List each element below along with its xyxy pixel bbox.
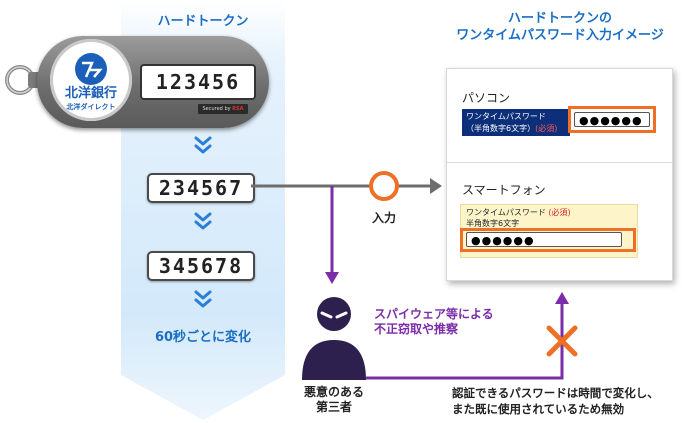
sp-field-line2: 半角数字6文字 [466, 219, 520, 228]
sp-required: (必須) [548, 208, 571, 217]
spyware-line2: 不正窃取や推察 [374, 322, 459, 336]
token-display: 123456 [140, 64, 256, 100]
panel-divider [446, 162, 672, 163]
attacker-line1: 悪意のある [303, 385, 364, 399]
pc-field-line2: （半角数字6文字） [466, 124, 536, 133]
sp-field-label: ワンタイムパスワード (必須) 半角数字6文字 [466, 207, 571, 229]
pc-label: パソコン [462, 91, 511, 105]
image-section-header: ハードトークンの ワンタイムパスワード入力イメージ [440, 10, 680, 44]
pc-field-line1: ワンタイムパスワード [466, 112, 546, 121]
pc-password-input[interactable]: ●●●●●● [574, 112, 650, 127]
arrow-right-icon [430, 178, 442, 194]
bank-name: 北洋銀行 [64, 86, 117, 101]
token-section-header: ハードトークン [157, 14, 249, 29]
code-box-2: 234567 [147, 173, 255, 203]
attacker-icon [302, 297, 366, 380]
arrow-down-icon [325, 272, 339, 284]
attacker-label: 悪意のある 第三者 [296, 385, 372, 415]
chevron-down-icon [194, 212, 212, 230]
sp-password-input[interactable]: ●●●●●● [466, 232, 622, 247]
pc-required: (必須) [535, 124, 558, 133]
image-header-line2: ワンタイムパスワード入力イメージ [456, 28, 664, 43]
cross-icon [546, 325, 578, 357]
secured-by-label: Secured by [202, 106, 231, 112]
bank-sub: 北洋ダイレクト [66, 103, 116, 111]
invalid-line2: また既に使用されているため無効 [452, 402, 625, 416]
attacker-line2: 第三者 [315, 400, 352, 414]
change-note: 60秒ごとに変化 [154, 330, 252, 345]
arrow-up-icon [555, 292, 569, 304]
input-label: 入力 [372, 211, 397, 225]
spyware-line1: スパイウェア等による [374, 307, 494, 321]
rsa-label: RSA [232, 106, 244, 112]
rsa-badge: Secured by RSA [198, 104, 248, 114]
spyware-text: スパイウェア等による 不正窃取や推察 [374, 307, 494, 337]
image-header-line1: ハードトークンの [507, 11, 612, 26]
smartphone-label: スマートフォン [462, 183, 546, 197]
sp-field-line1: ワンタイムパスワード [466, 208, 546, 217]
circle-ok-icon [369, 171, 399, 201]
pc-field-label: ワンタイムパスワード （半角数字6文字）(必須) [462, 109, 570, 136]
attack-line [366, 302, 564, 380]
chevron-down-icon [194, 136, 212, 154]
invalid-line1: 認証できるパスワードは時間で変化し、 [452, 386, 659, 400]
invalid-note: 認証できるパスワードは時間で変化し、 また既に使用されているため無効 [452, 385, 659, 417]
code-box-3: 345678 [147, 251, 255, 281]
chevron-down-icon [194, 290, 212, 308]
